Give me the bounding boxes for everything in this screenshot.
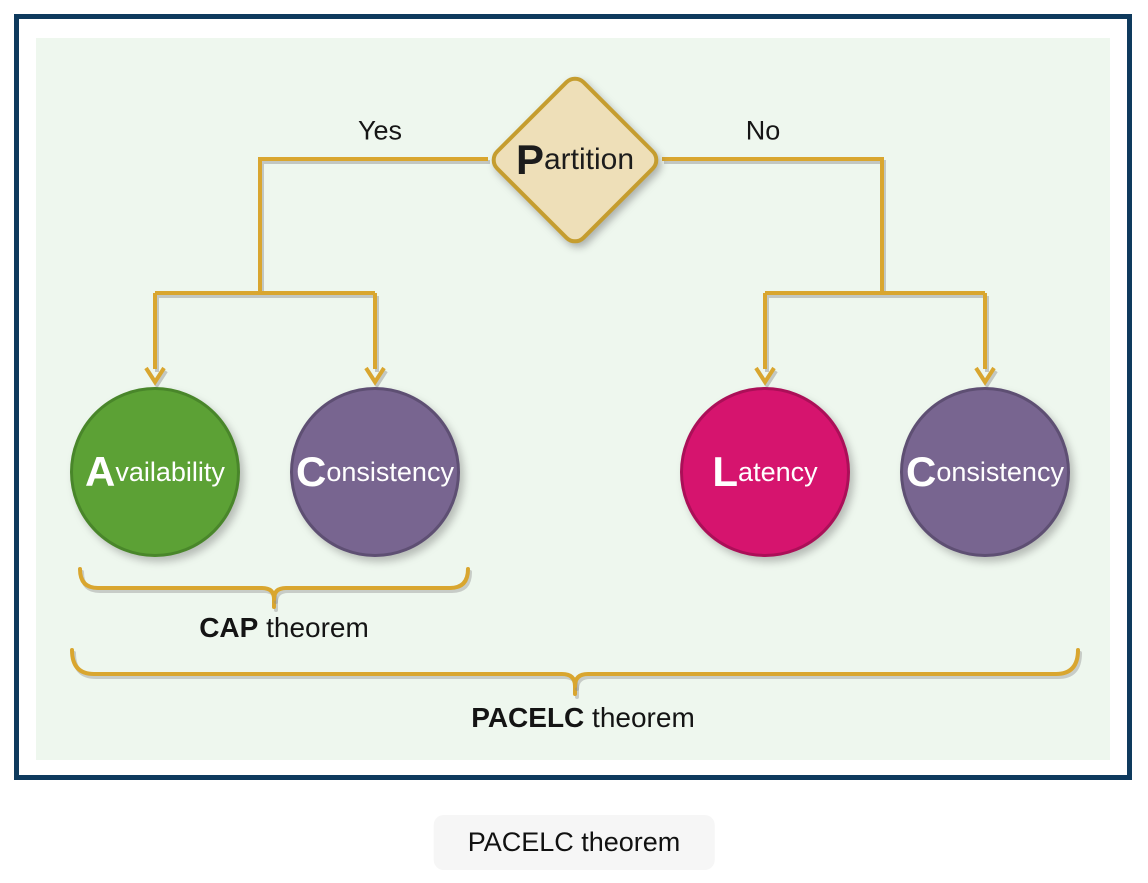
pacelc-brace <box>70 648 577 696</box>
decision-label-rest: artition <box>543 143 635 176</box>
node-label-rest: vailability <box>115 456 225 487</box>
cap-brace <box>78 567 276 609</box>
yes-branch-connector <box>153 157 488 369</box>
decision-label-initial: P <box>515 136 544 183</box>
node-label-rest: atency <box>738 456 818 487</box>
node-label-initial: C <box>296 448 327 495</box>
cap-brace <box>272 567 470 601</box>
cap-theorem-label: CAP theorem <box>199 612 369 644</box>
no-branch-connector <box>662 157 987 369</box>
pacelc-brace <box>573 648 1080 688</box>
yes-label: Yes <box>357 115 403 146</box>
arrow-down-icon <box>754 366 776 386</box>
pacelc-theorem-label: PACELC theorem <box>471 702 695 734</box>
arrow-down-icon <box>974 366 996 386</box>
pacelc-theorem-label-rest: theorem <box>584 702 695 733</box>
no-label: No <box>745 115 781 146</box>
node-label-initial: C <box>906 448 937 495</box>
arrow-down-icon <box>144 366 166 386</box>
cap-theorem-label-rest: theorem <box>258 612 369 643</box>
node-label-rest: onsistency <box>936 456 1064 487</box>
pacelc-theorem-label-bold: PACELC <box>471 702 585 733</box>
node-label-initial: A <box>85 448 116 495</box>
caption: PACELC theorem <box>433 815 715 870</box>
connector-lines <box>70 157 1080 696</box>
cap-theorem-label-bold: CAP <box>199 612 259 643</box>
node-label-initial: L <box>712 448 739 495</box>
node-label-rest: onsistency <box>326 456 454 487</box>
arrow-down-icon <box>364 366 386 386</box>
